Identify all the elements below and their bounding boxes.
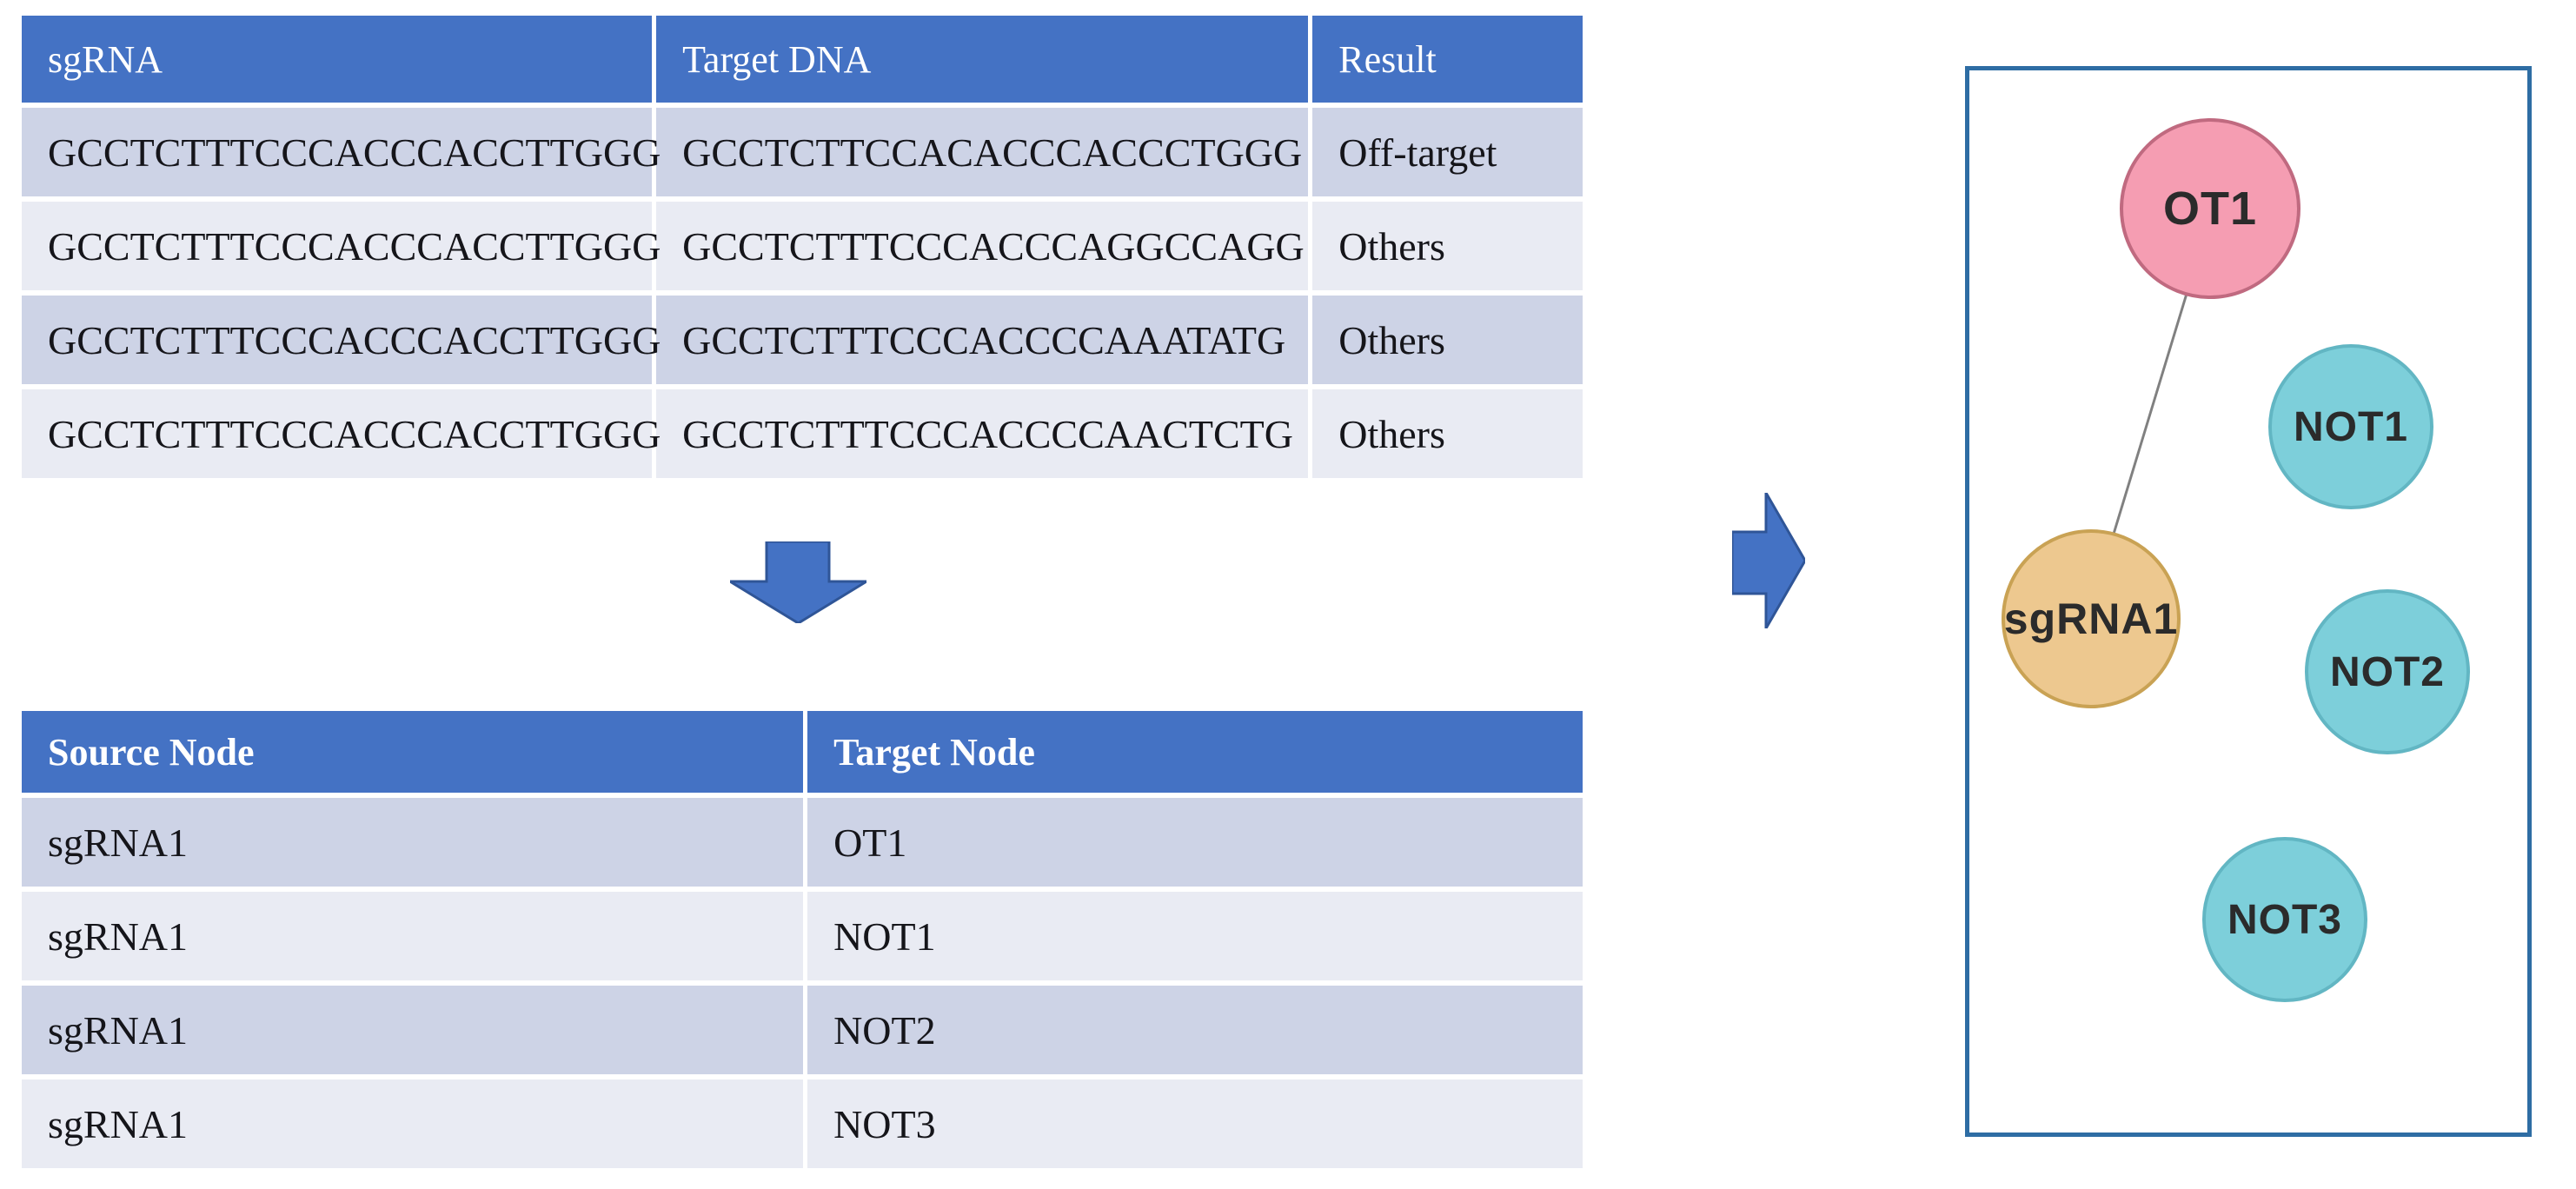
column-header-source-node: Source Node	[22, 711, 804, 793]
column-header-sgrna: sgRNA	[22, 16, 653, 103]
target-dna-cell: GCCTCTTTCCCACCCCAAATATG	[656, 296, 1309, 384]
result-cell: Others	[1312, 296, 1583, 384]
column-header-target-node: Target Node	[807, 711, 1583, 793]
graph-node-not1: NOT1	[2268, 344, 2433, 509]
right-arrow-icon	[1732, 493, 1805, 628]
target-dna-cell: GCCTCTTCCACACCCACCCTGGG	[656, 108, 1309, 196]
node-label: NOT1	[2293, 403, 2408, 450]
table-header-row: sgRNA Target DNA Result	[22, 16, 1583, 103]
table-row: GCCTCTTTCCCACCCACCTTGGG GCCTCTTTCCCACCCC…	[22, 296, 1583, 384]
table-row: GCCTCTTTCCCACCCACCTTGGG GCCTCTTCCACACCCA…	[22, 108, 1583, 196]
table-row: GCCTCTTTCCCACCCACCTTGGG GCCTCTTTCCCACCCA…	[22, 202, 1583, 290]
sgrna-target-table: sgRNA Target DNA Result GCCTCTTTCCCACCCA…	[17, 10, 1587, 483]
result-cell: Others	[1312, 389, 1583, 478]
network-panel: OT1 NOT1 sgRNA1 NOT2 NOT3	[1965, 66, 2532, 1137]
result-cell: Others	[1312, 202, 1583, 290]
sgrna-cell: GCCTCTTTCCCACCCACCTTGGG	[22, 202, 661, 290]
node-label: NOT2	[2329, 648, 2445, 695]
table-row: sgRNA1 NOT2	[22, 986, 1583, 1074]
table-row: sgRNA1 OT1	[22, 798, 1583, 887]
target-dna-cell: GCCTCTTTCCCACCCCAACTCTG	[656, 389, 1309, 478]
column-header-target-dna: Target DNA	[656, 16, 1309, 103]
sgrna-cell: GCCTCTTTCCCACCCACCTTGGG	[22, 296, 661, 384]
sgrna-cell: GCCTCTTTCCCACCCACCTTGGG	[22, 108, 661, 196]
source-node-cell: sgRNA1	[22, 892, 804, 980]
source-node-cell: sgRNA1	[22, 798, 804, 887]
target-node-cell: NOT2	[807, 986, 1583, 1074]
table-row: sgRNA1 NOT3	[22, 1079, 1583, 1168]
target-node-cell: OT1	[807, 798, 1583, 887]
down-arrow-icon	[730, 541, 866, 623]
source-node-cell: sgRNA1	[22, 986, 804, 1074]
graph-node-sgrna1: sgRNA1	[2002, 529, 2181, 708]
table-header-row: Source Node Target Node	[22, 711, 1583, 793]
table-row: GCCTCTTTCCCACCCACCTTGGG GCCTCTTTCCCACCCC…	[22, 389, 1583, 478]
target-dna-cell: GCCTCTTTCCCACCCAGGCCAGG	[656, 202, 1309, 290]
graph-node-not3: NOT3	[2202, 837, 2367, 1002]
graph-node-ot1: OT1	[2120, 118, 2300, 299]
column-header-result: Result	[1312, 16, 1583, 103]
result-cell: Off-target	[1312, 108, 1583, 196]
table-row: sgRNA1 NOT1	[22, 892, 1583, 980]
node-label: OT1	[2162, 183, 2258, 235]
node-label: sgRNA1	[2003, 594, 2179, 643]
target-node-cell: NOT3	[807, 1079, 1583, 1168]
source-node-cell: sgRNA1	[22, 1079, 804, 1168]
node-label: NOT3	[2227, 896, 2342, 943]
sgrna-cell: GCCTCTTTCCCACCCACCTTGGG	[22, 389, 661, 478]
source-target-table: Source Node Target Node sgRNA1 OT1 sgRNA…	[17, 706, 1587, 1173]
graph-node-not2: NOT2	[2305, 589, 2470, 754]
target-node-cell: NOT1	[807, 892, 1583, 980]
